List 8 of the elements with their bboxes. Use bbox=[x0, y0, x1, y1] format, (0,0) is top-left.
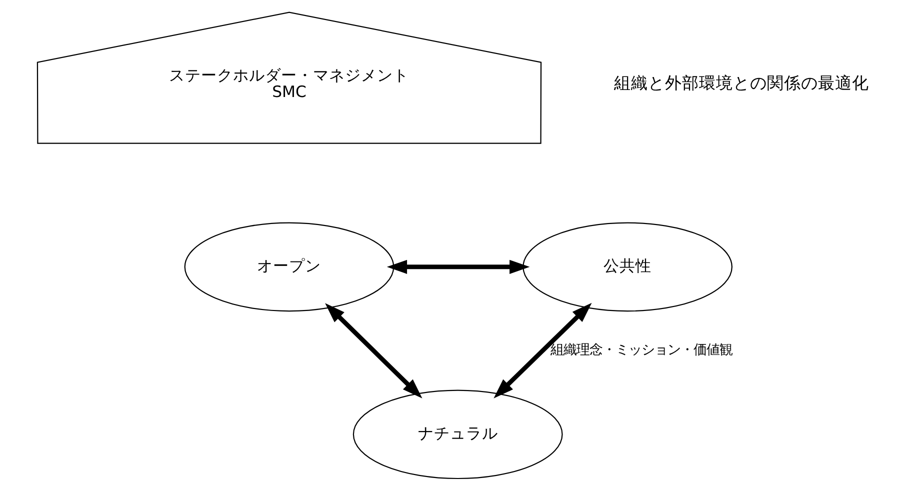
label: 組織と外部環境との関係の最適化 bbox=[613, 72, 868, 93]
node-ellipse: ナチュラル bbox=[352, 390, 562, 480]
edge-label: 組織理念・ミッション・価値観 bbox=[550, 343, 732, 358]
arrow bbox=[324, 303, 422, 398]
node-ellipse: 公共性 bbox=[522, 222, 732, 312]
arrow bbox=[493, 302, 592, 398]
node-ellipse: オープン bbox=[184, 222, 394, 312]
arrow bbox=[386, 260, 530, 274]
